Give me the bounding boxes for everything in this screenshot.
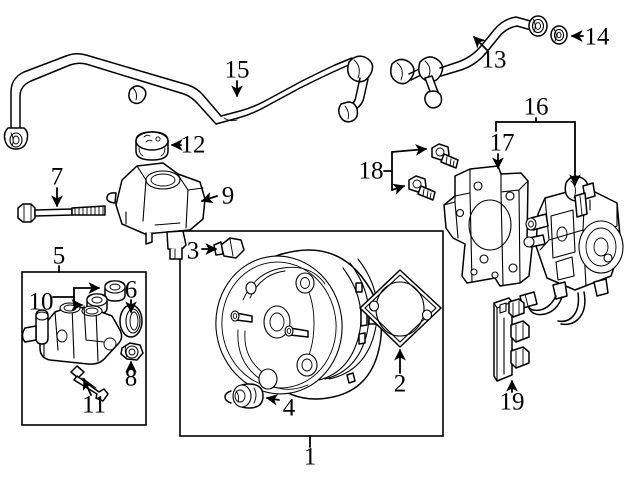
part-vacuum-hose-short (390, 15, 548, 109)
part-brake-booster (215, 249, 383, 400)
leader-11 (82, 377, 94, 396)
part-brake-fluid-reservoir (106, 162, 206, 260)
callout-19: 19 (499, 388, 525, 416)
part-hose-grommet (550, 25, 568, 45)
leader-9 (200, 192, 218, 204)
part-vacuum-check-valve (213, 237, 245, 259)
part-booster-grommet (224, 383, 264, 409)
bracket-bolt-upper (431, 143, 459, 169)
leader-16 (495, 117, 581, 187)
part-reservoir-grommets (86, 280, 126, 315)
part-reservoir-cap (135, 131, 169, 161)
part-abs-mounting-bracket (443, 165, 533, 287)
callout-9: 9 (221, 182, 235, 210)
hose-banjo-end (528, 15, 548, 37)
group-box-master-cylinder (21, 271, 147, 426)
bracket-bolt-lower (408, 175, 436, 201)
part-master-cylinder-body (21, 302, 123, 365)
callout-15: 15 (224, 56, 250, 84)
part-reservoir-mounting-bolt (17, 203, 106, 223)
callout-8: 8 (124, 364, 138, 392)
part-abs-modulator-assembly (519, 175, 624, 326)
callout-6: 6 (124, 276, 138, 304)
part-bracket-bolts (408, 143, 459, 201)
callout-17: 17 (489, 129, 515, 157)
callout-18: 18 (358, 157, 384, 185)
callout-14: 14 (584, 23, 610, 51)
group-box-brake-booster (179, 230, 444, 437)
callout-3: 3 (186, 237, 200, 265)
part-abs-connector-block (493, 297, 530, 382)
leader-13 (473, 36, 488, 51)
part-master-cylinder-nut (120, 342, 144, 361)
leader-18 (383, 144, 428, 195)
callout-7: 7 (50, 163, 64, 191)
hose-elbow-assembly (337, 55, 374, 123)
callout-2: 2 (393, 370, 407, 398)
callout-13: 13 (481, 46, 507, 74)
callout-10: 10 (28, 288, 54, 316)
callout-4: 4 (282, 394, 296, 422)
part-booster-gasket (359, 269, 442, 348)
callout-12: 12 (180, 131, 206, 159)
leader-10 (52, 282, 101, 311)
hose-end-fitting-left (3, 127, 29, 150)
callout-1: 1 (303, 443, 317, 471)
part-vacuum-hose-long (3, 52, 374, 150)
callout-16: 16 (523, 93, 549, 121)
callout-5: 5 (52, 242, 66, 270)
callout-11: 11 (81, 391, 107, 419)
leader-4 (265, 393, 280, 406)
